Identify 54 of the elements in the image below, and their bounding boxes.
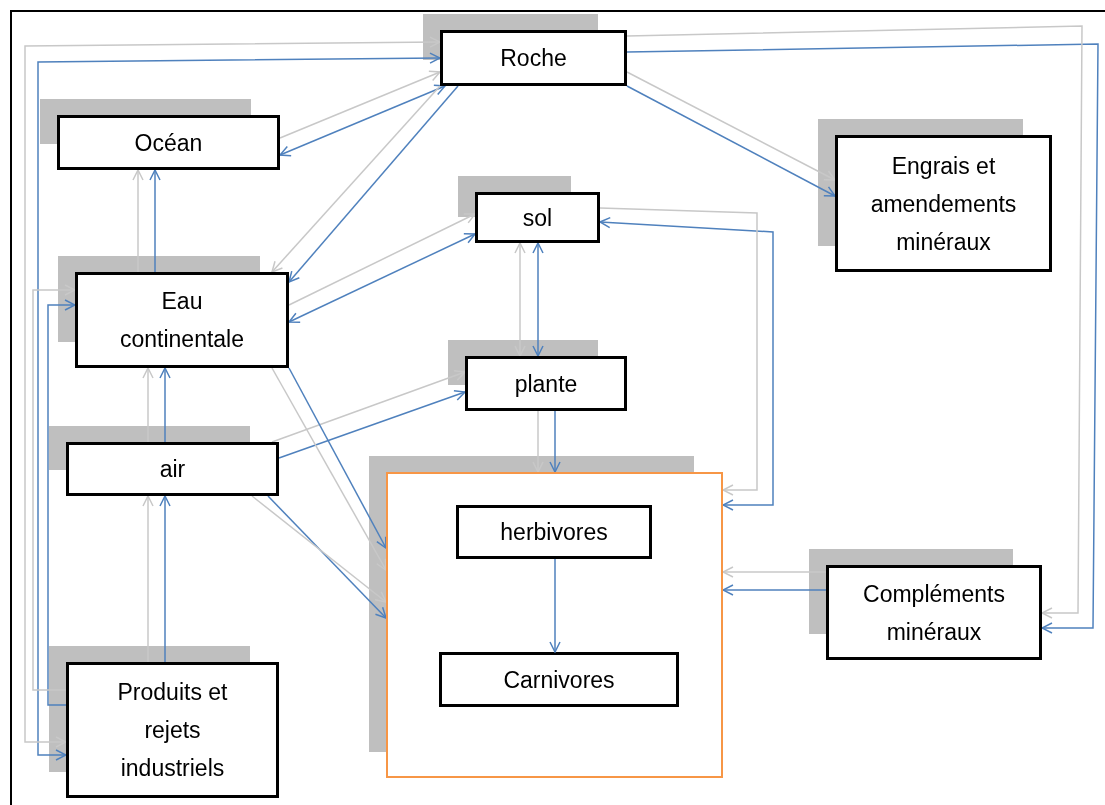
arrow bbox=[278, 389, 466, 459]
arrow bbox=[32, 284, 76, 691]
node-label: herbivores bbox=[500, 518, 608, 547]
arrow bbox=[599, 207, 758, 496]
process-box bbox=[456, 505, 652, 559]
arrow bbox=[271, 85, 441, 273]
arrow bbox=[532, 410, 544, 473]
arrow bbox=[288, 85, 459, 283]
arrow bbox=[271, 367, 387, 571]
node-label: Roche bbox=[500, 44, 567, 73]
arrow bbox=[599, 216, 774, 511]
group-box bbox=[386, 472, 723, 778]
arrow bbox=[288, 233, 476, 323]
arrow bbox=[722, 566, 827, 578]
arrow bbox=[132, 169, 144, 273]
process-box bbox=[465, 356, 627, 411]
process-box bbox=[835, 135, 1052, 272]
node-label: Eau continentale bbox=[118, 287, 245, 354]
arrow bbox=[149, 169, 161, 273]
arrow bbox=[549, 410, 561, 473]
arrow bbox=[142, 367, 154, 443]
process-box bbox=[75, 272, 289, 368]
arrow bbox=[47, 299, 76, 706]
node-label: sol bbox=[522, 203, 553, 233]
arrow bbox=[279, 84, 446, 157]
arrow bbox=[514, 242, 526, 357]
arrow bbox=[722, 584, 827, 596]
arrow bbox=[251, 495, 387, 603]
arrow bbox=[271, 369, 466, 443]
process-box bbox=[439, 652, 679, 707]
node-label: air bbox=[159, 455, 186, 484]
arrow bbox=[626, 71, 836, 181]
node-label: plante bbox=[514, 369, 578, 399]
arrow bbox=[267, 495, 387, 619]
arrow bbox=[532, 242, 544, 357]
arrow bbox=[142, 495, 154, 663]
arrow bbox=[279, 70, 441, 139]
process-box bbox=[475, 192, 600, 243]
node-label: Produits et rejets industriels bbox=[116, 678, 229, 783]
arrow bbox=[159, 367, 171, 443]
process-box bbox=[57, 115, 280, 170]
node-label: Compléments minéraux bbox=[862, 579, 1006, 647]
arrow bbox=[288, 367, 387, 549]
arrow bbox=[626, 85, 836, 197]
process-box bbox=[826, 565, 1042, 660]
node-label: Océan bbox=[134, 128, 203, 158]
process-box bbox=[66, 662, 279, 798]
node-label: Carnivores bbox=[503, 665, 615, 695]
arrow bbox=[159, 495, 171, 663]
process-box bbox=[440, 30, 627, 86]
arrow bbox=[288, 213, 476, 306]
process-box bbox=[66, 442, 279, 496]
arrow bbox=[549, 558, 561, 653]
node-label: Engrais et amendements minéraux bbox=[869, 151, 1018, 257]
